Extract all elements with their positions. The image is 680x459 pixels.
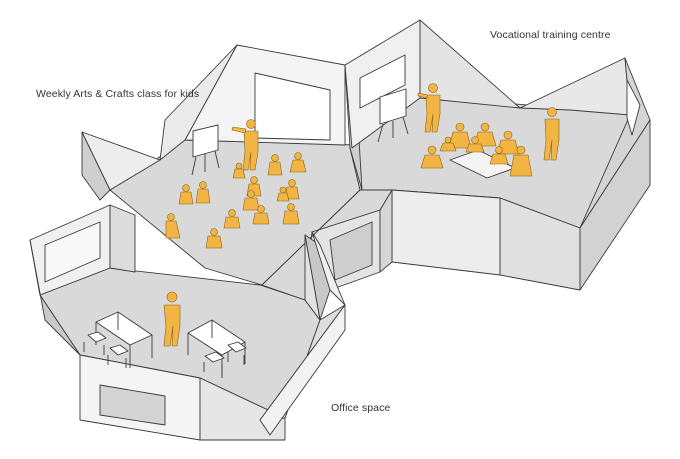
office-room-label: Office space — [331, 402, 391, 414]
office-right-wall-face — [311, 231, 346, 306]
person-vocational-seated-6 — [489, 146, 509, 165]
office-desk-left — [83, 311, 153, 368]
vocational-front-wall-3 — [579, 119, 651, 291]
vocational-room-label: Vocational training centre — [490, 29, 611, 41]
vocational-easel — [377, 88, 409, 143]
office-inner-wall — [109, 204, 136, 273]
person-vocational-presenter — [417, 83, 441, 133]
person-arts-child-8 — [165, 213, 181, 239]
vocational-window — [359, 54, 406, 109]
vocational-front-wall — [391, 189, 501, 276]
person-arts-child-1 — [267, 154, 283, 176]
person-vocational-seated-5 — [509, 145, 533, 177]
vocational-right-wall — [419, 19, 521, 109]
office-corner — [259, 304, 346, 436]
person-vocational-seated-4 — [420, 145, 444, 169]
person-arts-child-6 — [178, 184, 194, 205]
person-arts-child-9 — [205, 228, 223, 249]
vocational-end-window — [626, 79, 641, 136]
person-arts-child-5 — [242, 190, 260, 211]
person-vocational-seated-1 — [448, 122, 472, 149]
lobby-door — [329, 221, 373, 281]
arts-easel — [191, 124, 220, 176]
person-arts-child-12 — [282, 203, 300, 225]
person-vocational-seated-8 — [439, 136, 457, 152]
person-arts-child-14 — [232, 162, 246, 179]
vocational-corner-wall — [519, 57, 631, 116]
office-divider-face — [304, 234, 321, 321]
person-arts-child-4 — [284, 179, 300, 200]
person-office-standing — [163, 291, 181, 347]
person-vocational-standing — [543, 107, 560, 161]
arts-door — [254, 72, 331, 141]
office-front-window — [99, 384, 166, 426]
office-window — [44, 221, 101, 283]
person-vocational-seated-7 — [465, 136, 485, 153]
arts-left-divider-face — [81, 131, 161, 191]
arts-room-label: Weekly Arts & Crafts class for kids — [36, 88, 200, 100]
person-arts-teacher — [231, 119, 259, 171]
person-arts-child-7 — [195, 181, 211, 204]
person-arts-child-10 — [223, 209, 241, 229]
person-arts-child-2 — [289, 152, 307, 173]
person-arts-child-11 — [252, 205, 270, 225]
person-arts-child-13 — [276, 186, 290, 202]
office-desk-right — [187, 319, 247, 378]
